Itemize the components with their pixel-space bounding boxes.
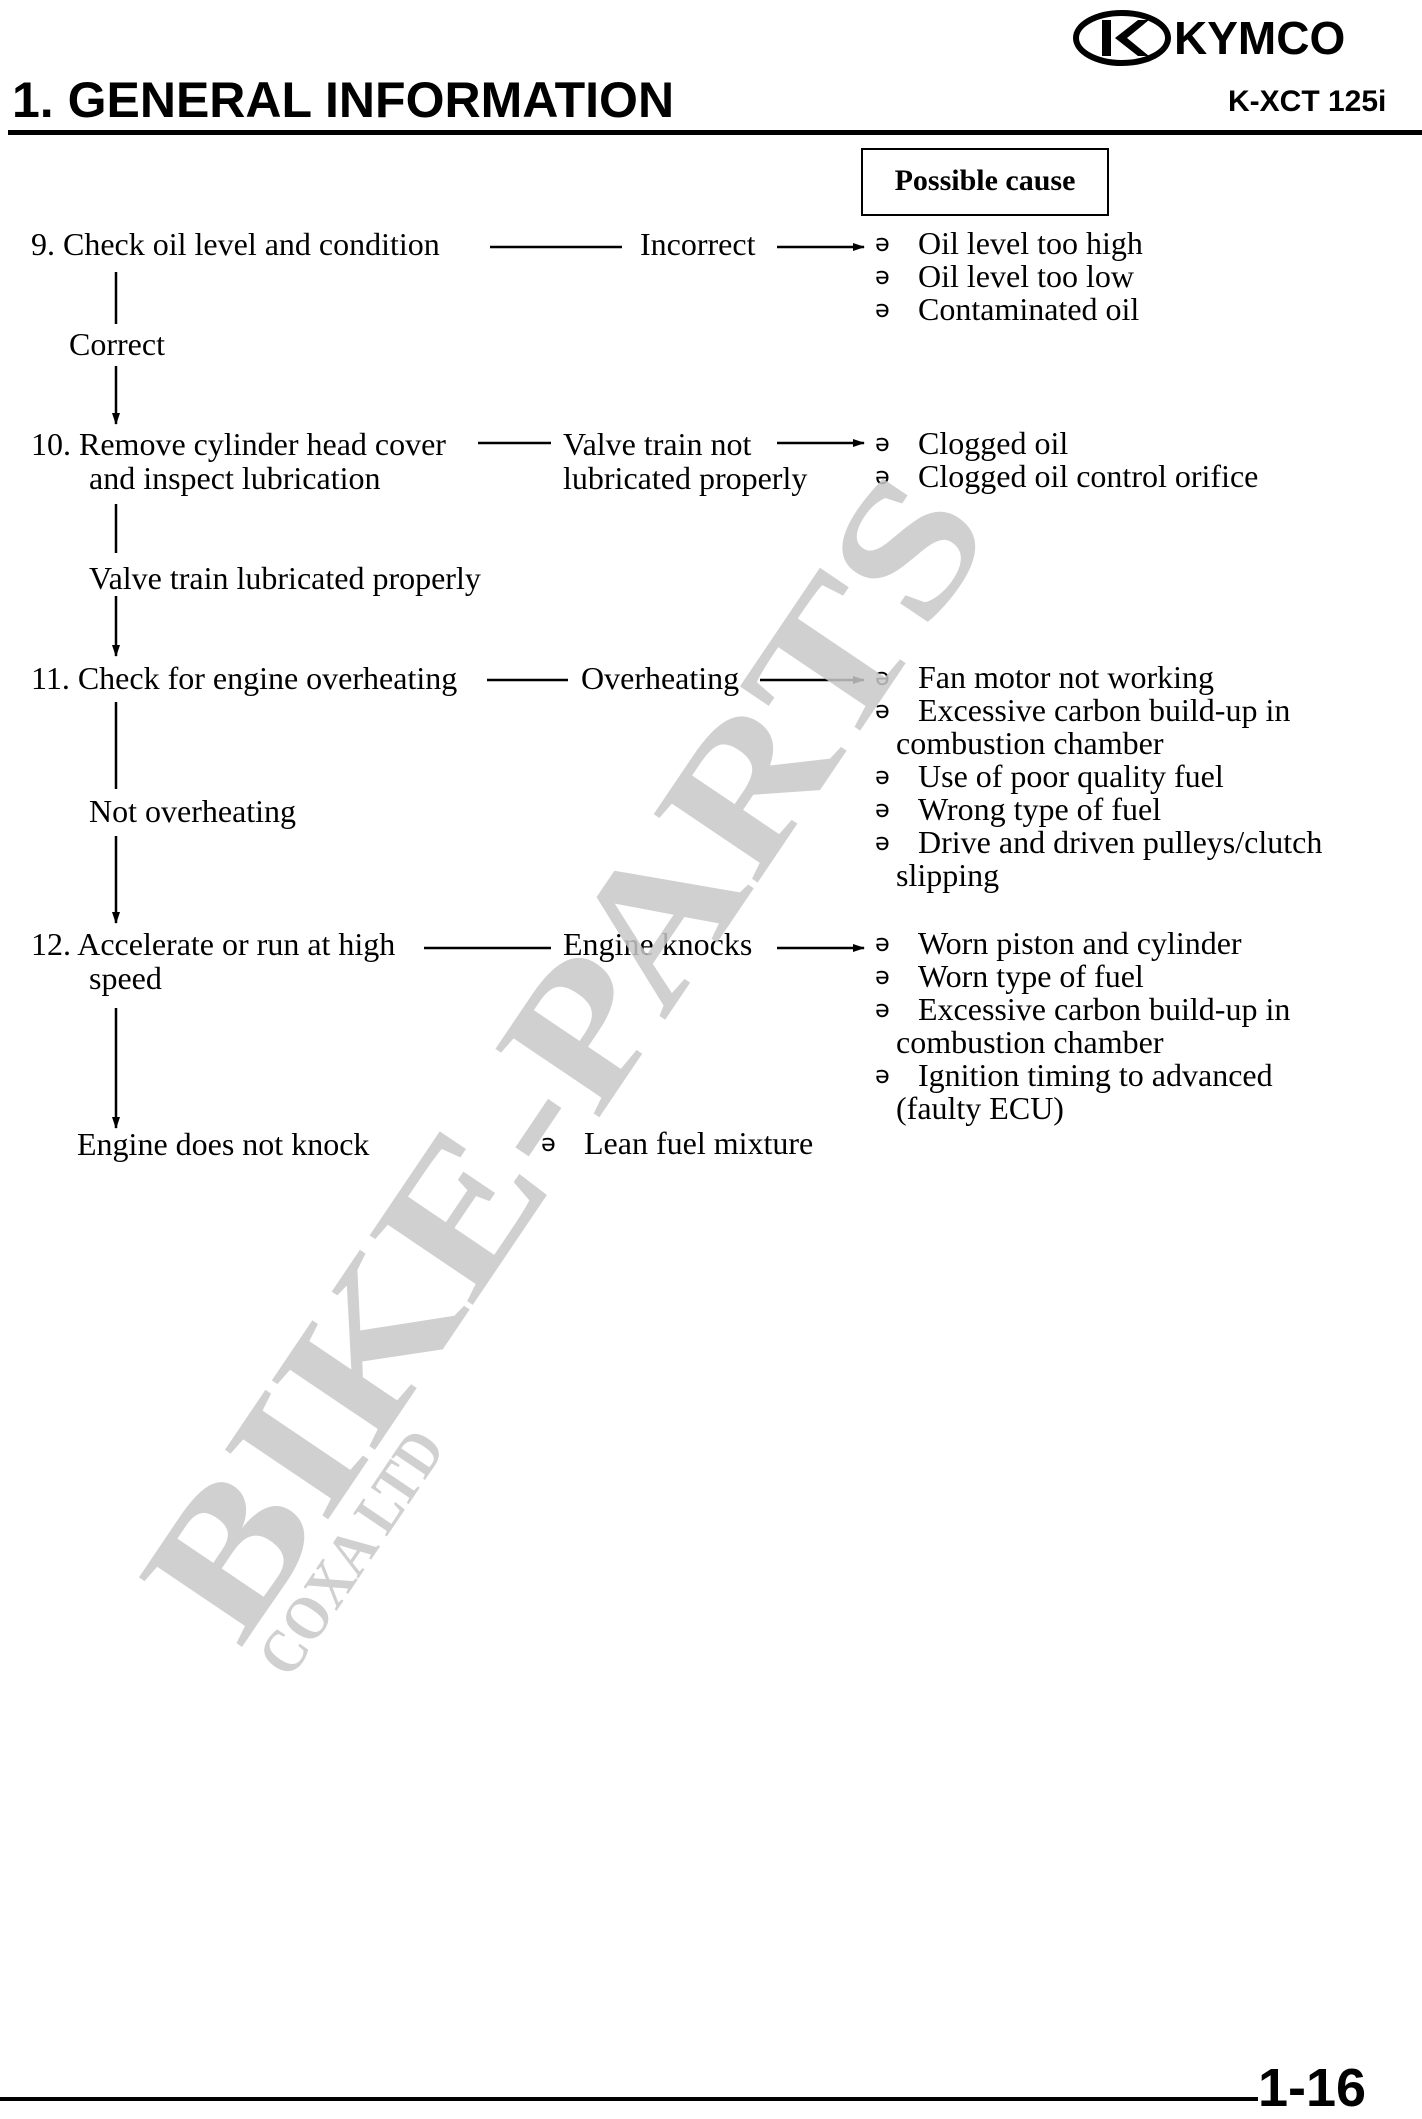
step-10-result-line-1: Valve train not: [563, 426, 752, 462]
bullet-icon: ə: [875, 929, 890, 957]
step-9-title: 9. Check oil level and condition: [31, 226, 440, 262]
cause-item-continuation: combustion chamber: [896, 1024, 1164, 1060]
section-title: 1. GENERAL INFORMATION: [12, 72, 675, 128]
brand-name: KYMCO: [1174, 12, 1345, 64]
footer-rule: [0, 2097, 1258, 2101]
header-rule: [8, 130, 1422, 135]
step-10-result-line-2: lubricated properly: [563, 460, 808, 496]
step-11-result: Overheating: [581, 660, 740, 696]
step-12-result: Engine knocks: [563, 926, 753, 962]
bullet-icon: ə: [875, 229, 890, 257]
step-11-pass: Not overheating: [89, 793, 297, 829]
step-9-result: Incorrect: [640, 226, 756, 262]
step-12-title-line-1: 12. Accelerate or run at high: [31, 926, 396, 962]
possible-cause-header: Possible cause: [861, 148, 1109, 216]
bullet-icon: ə: [875, 429, 890, 457]
kymco-logo: KYMCO: [1073, 10, 1345, 66]
step-10-pass: Valve train lubricated properly: [89, 560, 481, 596]
bullet-icon: ə: [875, 663, 890, 691]
bullet-icon: ə: [875, 462, 890, 490]
step-12-title-line-2: speed: [89, 960, 162, 996]
bullet-icon: ə: [875, 995, 890, 1023]
cause-item-continuation: combustion chamber: [896, 725, 1164, 761]
model-name: K-XCT 125i: [1228, 85, 1387, 118]
bullet-icon: ə: [875, 828, 890, 856]
step-9-pass: Correct: [69, 326, 165, 362]
bullet-icon: ə: [875, 262, 890, 290]
bullet-icon: ə: [875, 762, 890, 790]
bullet-icon: ə: [875, 962, 890, 990]
step-12-pass: Engine does not knock: [77, 1126, 370, 1162]
step-10-title-line-2: and inspect lubrication: [89, 460, 381, 496]
cause-item-continuation: (faulty ECU): [896, 1090, 1064, 1126]
bullet-icon: ə: [541, 1129, 556, 1157]
cause-item-continuation: slipping: [896, 857, 1000, 893]
step-11-title: 11. Check for engine overheating: [31, 660, 458, 696]
bullet-icon: ə: [875, 696, 890, 724]
bullet-icon: ə: [875, 295, 890, 323]
step-10-title-line-1: 10. Remove cylinder head cover: [31, 426, 446, 462]
bullet-icon: ə: [875, 795, 890, 823]
page-number: 1-16: [1258, 2058, 1367, 2118]
bullet-icon: ə: [875, 1061, 890, 1089]
